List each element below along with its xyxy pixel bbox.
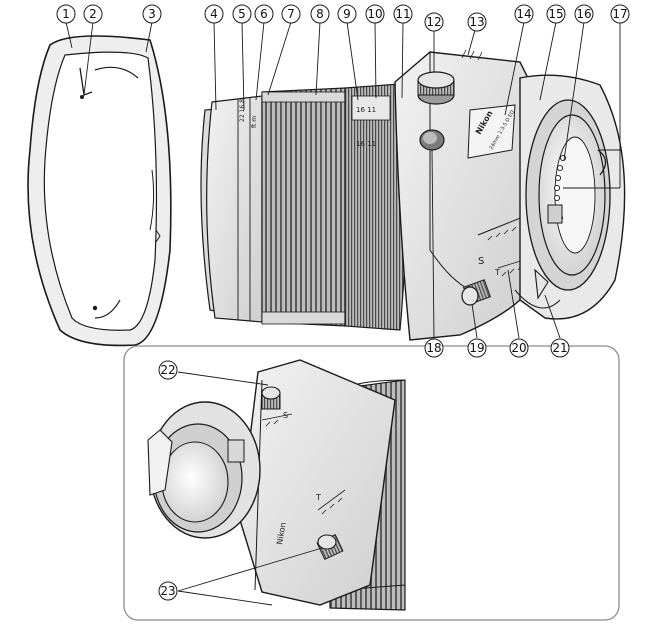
callout-12: 12 — [424, 12, 444, 32]
callout-11: 11 — [393, 4, 413, 24]
callout-16: 16 — [574, 4, 594, 24]
tilt-scale-marks — [461, 49, 483, 61]
callout-6: 6 — [254, 4, 274, 24]
svg-text:ft m: ft m — [251, 116, 258, 128]
svg-text:13: 13 — [469, 15, 484, 29]
svg-text:16: 16 — [576, 7, 591, 21]
tilt-locking-knob — [417, 71, 455, 105]
callout-2: 2 — [83, 4, 103, 24]
svg-text:3: 3 — [148, 7, 156, 21]
callout-3: 3 — [142, 4, 162, 24]
svg-text:16 11: 16 11 — [356, 140, 376, 148]
svg-text:12: 12 — [426, 15, 441, 29]
svg-text:10: 10 — [367, 7, 382, 21]
lens-mount — [525, 99, 611, 291]
svg-text:22 16 8: 22 16 8 — [239, 99, 246, 122]
svg-text:21: 21 — [552, 341, 567, 355]
lens-hood — [27, 35, 172, 347]
svg-text:5: 5 — [238, 7, 246, 21]
svg-text:2: 2 — [89, 7, 97, 21]
leader-lines — [65, 21, 621, 606]
callout-10: 10 — [365, 4, 385, 24]
callout-15: 15 — [546, 4, 566, 24]
svg-text:18: 18 — [426, 341, 441, 355]
svg-text:19: 19 — [469, 341, 484, 355]
svg-text:11: 11 — [395, 7, 410, 21]
shift-knob — [461, 279, 492, 306]
svg-text:9: 9 — [343, 7, 351, 21]
shift-scale-label: S — [478, 256, 484, 267]
svg-text:1: 1 — [62, 7, 70, 21]
inset-panel: Nikon T S — [123, 345, 620, 621]
callout-19: 19 — [467, 338, 487, 358]
svg-text:16 11: 16 11 — [356, 106, 376, 114]
callout-8: 8 — [310, 4, 330, 24]
callout-14: 14 — [514, 4, 534, 24]
callout-20: 20 — [509, 338, 529, 358]
svg-text:20: 20 — [511, 341, 526, 355]
svg-text:7: 7 — [287, 7, 295, 21]
callout-17: 17 — [610, 4, 630, 24]
shift-locking-knob — [261, 386, 281, 410]
svg-text:14: 14 — [516, 7, 531, 21]
callout-1: 1 — [56, 4, 76, 24]
tilt-shift-lens: 22 16 8 ft m 16 11 16 11 Nikon 24mm 1:3.… — [200, 49, 626, 341]
svg-text:23: 23 — [160, 584, 175, 598]
brand-engraving-inset: Nikon — [275, 522, 288, 546]
tilt-scale-label: T — [494, 268, 500, 277]
svg-text:22: 22 — [160, 363, 175, 377]
svg-text:15: 15 — [548, 7, 563, 21]
callout-21: 21 — [550, 338, 570, 358]
callout-22: 22 — [158, 360, 178, 380]
svg-text:8: 8 — [316, 7, 324, 21]
callout-markers: 1 2 3 4 5 6 7 8 9 10 11 12 13 14 15 16 1… — [56, 4, 630, 601]
callout-7: 7 — [281, 4, 301, 24]
callout-18: 18 — [424, 338, 444, 358]
svg-text:17: 17 — [612, 7, 627, 21]
callout-23: 23 — [158, 581, 178, 601]
svg-text:4: 4 — [210, 7, 218, 21]
callout-4: 4 — [204, 4, 224, 24]
depth-of-field-scale: 22 16 8 ft m — [239, 99, 258, 128]
svg-text:6: 6 — [260, 7, 268, 21]
callout-5: 5 — [232, 4, 252, 24]
tilt-knob-inset — [316, 533, 344, 561]
callout-9: 9 — [337, 4, 357, 24]
depth-of-field-preview-button — [419, 129, 445, 151]
svg-text:T: T — [315, 493, 321, 502]
callout-13: 13 — [467, 12, 487, 32]
